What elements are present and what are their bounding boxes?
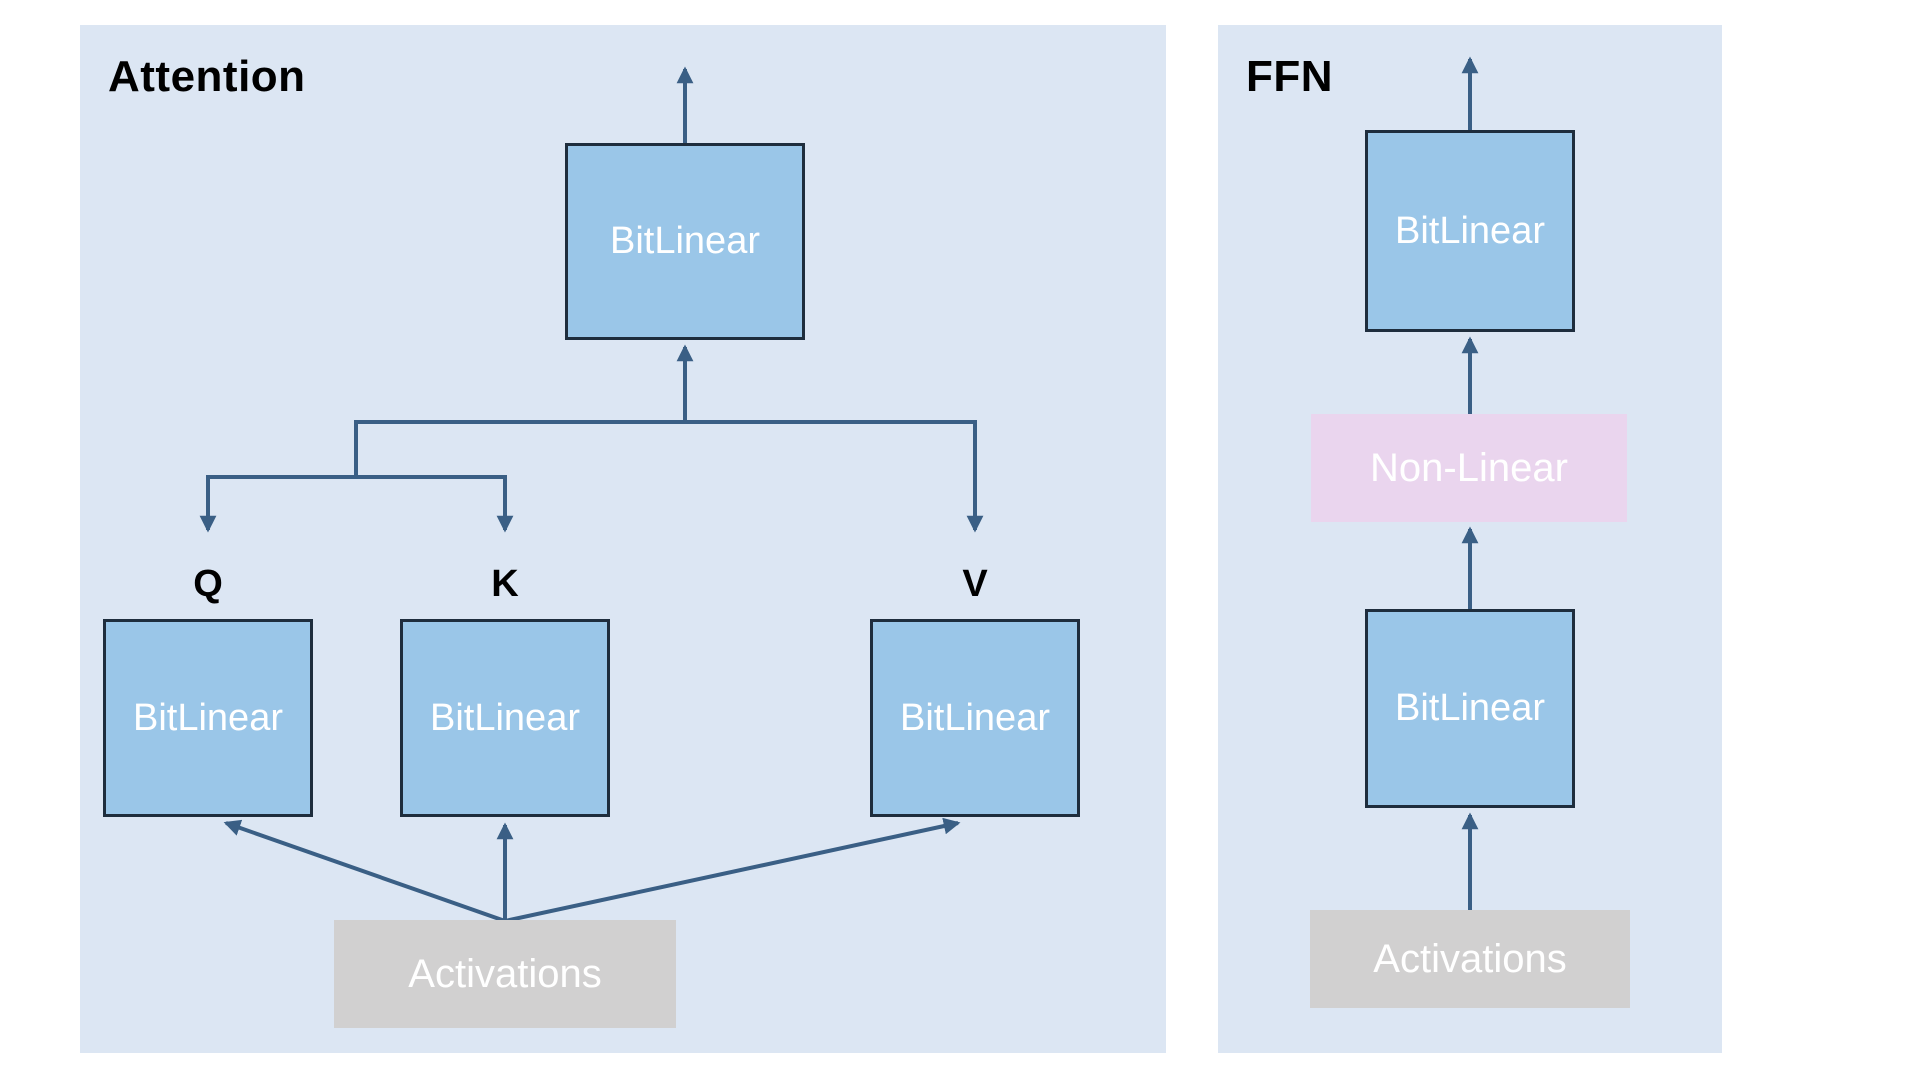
k-bitlinear-block: BitLinear (400, 619, 610, 817)
activations-to-q-arrow (223, 819, 506, 923)
ffn-output-bitlinear-label: BitLinear (1395, 209, 1545, 252)
k-bitlinear-label: BitLinear (430, 696, 580, 739)
attention-activations-bar: Activations (334, 920, 676, 1028)
ffn-input-bitlinear-block: BitLinear (1365, 609, 1575, 808)
attention-panel: Attention (80, 25, 1166, 1053)
attention-output-bitlinear-label: BitLinear (610, 220, 760, 262)
ffn-output-bitlinear-block: BitLinear (1365, 130, 1575, 332)
v-bitlinear-block: BitLinear (870, 619, 1080, 817)
attention-activations-label: Activations (408, 951, 602, 996)
nonlinear-label: Non-Linear (1370, 445, 1568, 490)
ffn-panel: FFN BitLinear Non-Linear BitL (1218, 25, 1722, 1053)
v-bitlinear-label: BitLinear (900, 696, 1050, 739)
ffn-arrows-layer (1461, 56, 1479, 910)
ffn-input-bitlinear-label: BitLinear (1395, 687, 1545, 729)
nonlinear-bar: Non-Linear (1311, 414, 1627, 522)
attention-branch-line (354, 420, 975, 477)
ffn-panel-title: FFN (1246, 52, 1334, 101)
q-label: Q (193, 563, 223, 605)
q-bitlinear-label: BitLinear (133, 696, 283, 739)
v-label: V (962, 563, 988, 605)
attention-arrows-layer (199, 66, 984, 923)
ffn-activations-label: Activations (1373, 936, 1567, 981)
activations-to-v-arrow (504, 817, 961, 923)
k-label: K (491, 563, 519, 605)
attention-panel-title: Attention (108, 52, 306, 101)
ffn-activations-bar: Activations (1310, 910, 1630, 1008)
q-bitlinear-block: BitLinear (103, 619, 313, 817)
attention-output-bitlinear-block: BitLinear (565, 143, 805, 340)
